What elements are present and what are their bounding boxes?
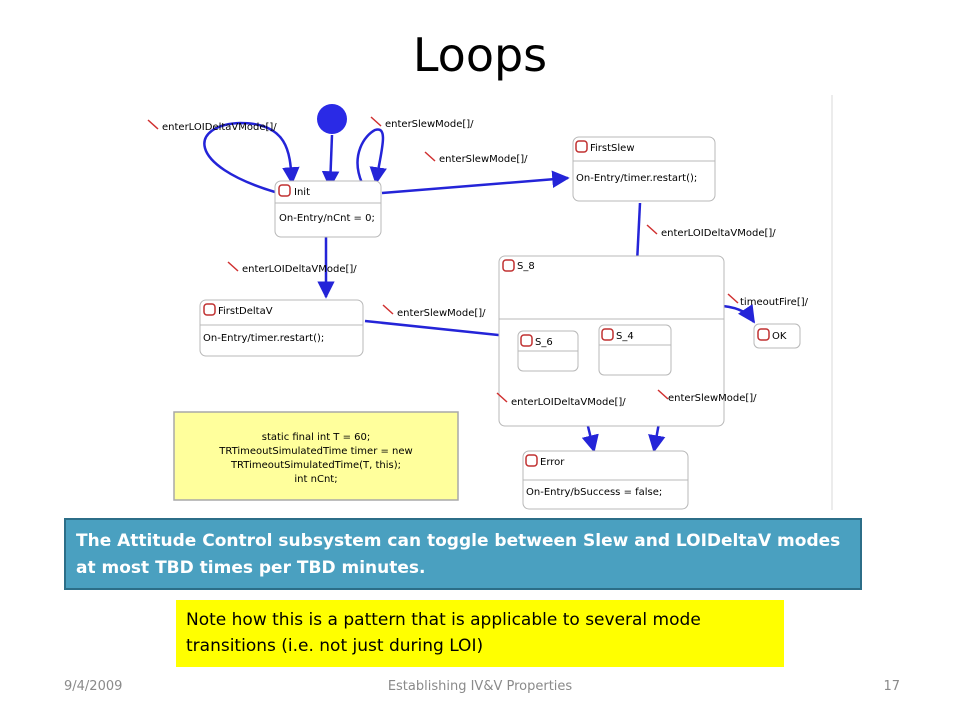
svg-text:enterSlewMode[]/: enterSlewMode[]/ [439,154,528,165]
state-init: Init On-Entry/nCnt = 0; [274,180,382,238]
transition-arrow-icon [657,389,669,400]
footer-page-number: 17 [883,679,900,694]
note-line: TRTimeoutSimulatedTime timer = new [218,446,412,457]
state-icon [502,259,515,272]
note-line: int nCnt; [294,474,337,485]
state-icon [203,303,216,316]
state-ok-name: OK [772,331,787,342]
transition-label: enterLOIDeltaVMode[]/ [496,392,626,408]
svg-text:enterLOIDeltaVMode[]/: enterLOIDeltaVMode[]/ [661,228,776,239]
transition-label: timeoutFire[]/ [727,293,809,308]
transition-label: enterLOIDeltaVMode[]/ [227,261,357,275]
state-first-slew: FirstSlew On-Entry/timer.restart(); [572,136,716,202]
transition-arrow-icon [424,151,436,162]
state-error-action: On-Entry/bSuccess = false; [526,487,662,498]
state-ok: OK [753,323,801,349]
svg-text:enterLOIDeltaVMode[]/: enterLOIDeltaVMode[]/ [511,397,626,408]
state-first-slew-action: On-Entry/timer.restart(); [576,173,697,184]
transition-arrow-icon [227,261,239,272]
transition-arrow-icon [496,392,508,403]
note-line: TRTimeoutSimulatedTime(T, this); [230,460,401,471]
init-to-first-slew [381,170,570,195]
svg-text:enterLOIDeltaVMode[]/: enterLOIDeltaVMode[]/ [162,122,277,133]
footer-title: Establishing IV&V Properties [387,679,573,694]
transition-arrow-icon [147,119,159,130]
init-self-loi-loop [203,121,300,194]
state-icon [525,454,538,467]
callout-attitude-control: The Attitude Control subsystem can toggl… [64,518,862,590]
transition-label: enterSlewMode[]/ [370,116,474,130]
initial-to-init [321,134,340,189]
state-s6: S_6 [517,330,579,372]
state-init-name: Init [294,187,310,198]
transition-arrow-icon [646,224,658,235]
svg-text:enterSlewMode[]/: enterSlewMode[]/ [385,119,474,130]
state-error-name: Error [540,457,565,468]
svg-text:timeoutFire[]/: timeoutFire[]/ [740,297,809,308]
state-s4-name: S_4 [616,331,634,342]
state-icon [278,184,291,197]
init-self-slew-loop [356,128,387,185]
state-s6-name: S_6 [535,337,553,348]
slide-title: Loops [412,28,548,82]
state-first-delta-v-action: On-Entry/timer.restart(); [203,333,324,344]
svg-text:enterSlewMode[]/: enterSlewMode[]/ [397,308,486,319]
state-icon [520,334,533,347]
note-line: static final int T = 60; [262,432,371,443]
state-icon [757,328,770,341]
transition-arrow-icon [370,116,382,127]
note-box: static final int T = 60; TRTimeoutSimula… [173,411,459,501]
transition-label: enterSlewMode[]/ [382,304,486,319]
state-diagram: Init On-Entry/nCnt = 0; FirstSlew On-Ent… [147,95,833,510]
svg-text:enterLOIDeltaVMode[]/: enterLOIDeltaVMode[]/ [242,264,357,275]
state-first-slew-name: FirstSlew [590,143,635,154]
state-first-delta-v: FirstDeltaV On-Entry/timer.restart(); [199,299,364,357]
footer-date: 9/4/2009 [64,679,123,694]
transition-arrow-icon [382,304,394,315]
first-delta-v-to-s6 [364,319,519,345]
s8-to-ok [722,304,756,324]
state-first-delta-v-name: FirstDeltaV [218,306,273,317]
transition-label: enterLOIDeltaVMode[]/ [646,224,776,239]
transition-arrow-icon [727,293,739,304]
state-init-action: On-Entry/nCnt = 0; [279,213,375,224]
svg-text:enterSlewMode[]/: enterSlewMode[]/ [668,393,757,404]
transition-label: enterSlewMode[]/ [424,151,528,165]
state-icon [601,328,614,341]
state-s4: S_4 [598,324,672,376]
transition-label: enterSlewMode[]/ [657,389,757,404]
state-icon [575,140,588,153]
state-s8-name: S_8 [517,261,535,272]
initial-state-top [317,104,347,134]
state-error: Error On-Entry/bSuccess = false; [522,450,689,510]
callout-pattern-note: Note how this is a pattern that is appli… [176,600,784,667]
transition-label: enterLOIDeltaVMode[]/ [147,119,277,133]
